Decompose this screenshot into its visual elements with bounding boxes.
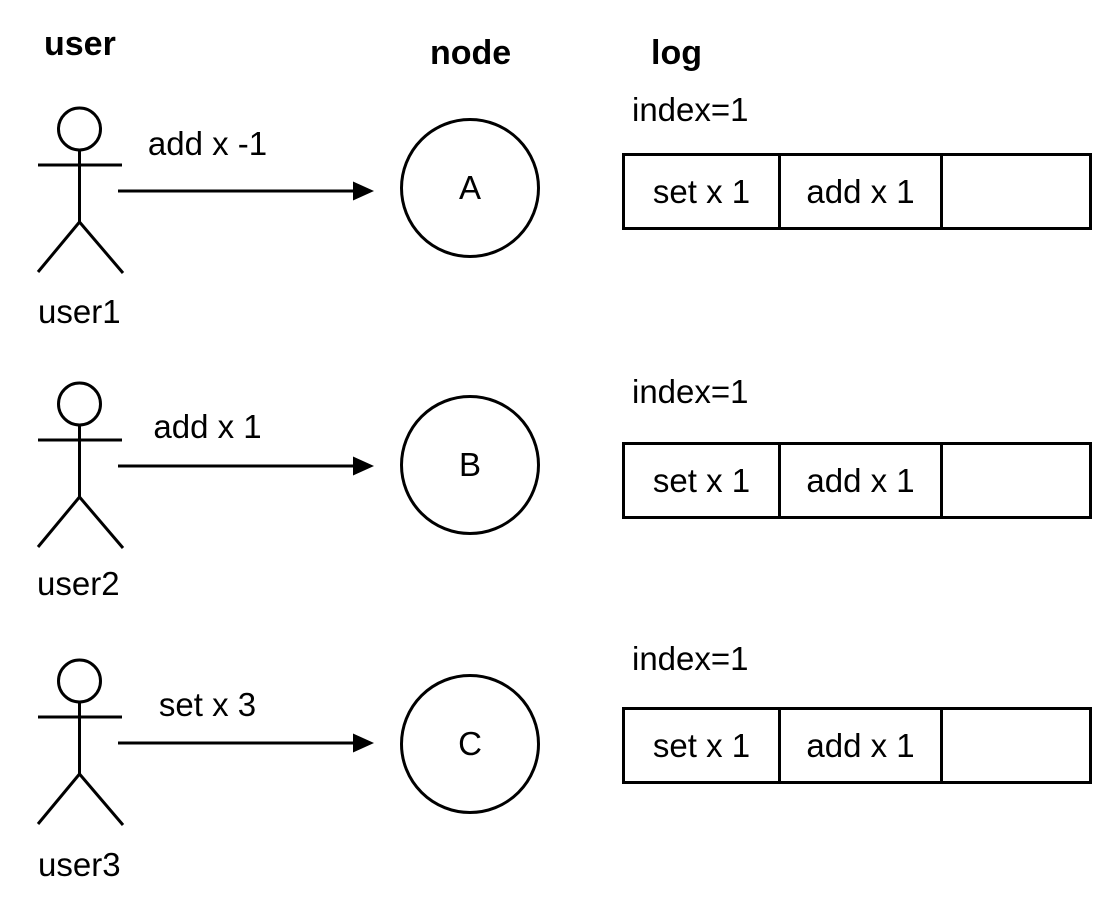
node-label: C xyxy=(458,725,482,762)
arrow-icon xyxy=(118,181,374,201)
log-cell: add x 1 xyxy=(778,710,940,781)
log-index-label: index=1 xyxy=(632,91,749,128)
stick-figure-icon xyxy=(36,106,125,274)
log-cell: set x 1 xyxy=(652,462,751,499)
log-cell: set x 1 xyxy=(652,727,751,764)
node-label: A xyxy=(458,169,481,206)
log-cell xyxy=(940,156,1089,227)
stick-figure-icon xyxy=(36,381,125,549)
user-label: user3 xyxy=(38,846,121,883)
log-cell xyxy=(940,710,1089,781)
message-label: add x 1 xyxy=(153,408,262,445)
log-table: set x 1 add x 1 xyxy=(622,707,1092,784)
log-cell: set x 1 xyxy=(652,173,751,210)
column-header-node: node xyxy=(430,34,512,72)
log-index-label: index=1 xyxy=(632,373,749,410)
message-label: set x 3 xyxy=(158,686,257,723)
column-header-user: user xyxy=(44,25,116,63)
message-label: add x -1 xyxy=(147,125,268,162)
arrow-icon xyxy=(118,456,374,476)
log-cell: add x 1 xyxy=(778,156,940,227)
column-header-log: log xyxy=(651,34,702,72)
log-cell xyxy=(940,445,1089,516)
log-cell: add x 1 xyxy=(778,445,940,516)
node-circle: C xyxy=(400,674,540,814)
node-circle: A xyxy=(400,118,540,258)
arrow-icon xyxy=(118,733,374,753)
node-circle: B xyxy=(400,395,540,535)
node-label: B xyxy=(458,446,481,483)
stick-figure-icon xyxy=(36,658,125,826)
user-label: user1 xyxy=(38,293,121,330)
user-label: user2 xyxy=(37,565,120,602)
log-table: set x 1 add x 1 xyxy=(622,442,1092,519)
log-index-label: index=1 xyxy=(632,640,749,677)
log-table: set x 1 add x 1 xyxy=(622,153,1092,230)
